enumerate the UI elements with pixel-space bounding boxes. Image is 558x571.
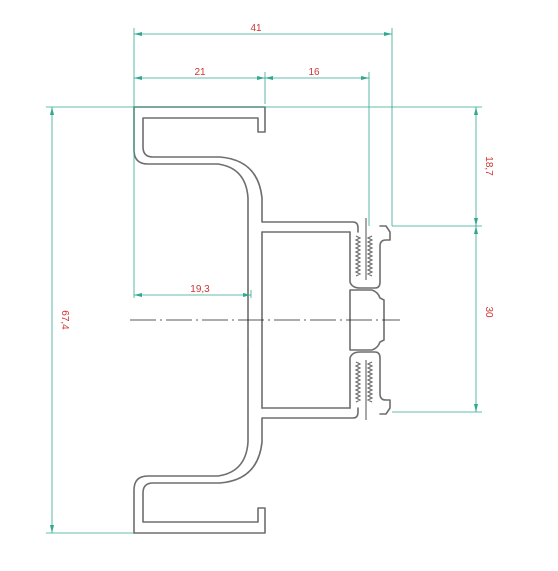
dim-text-right-width: 16	[308, 67, 320, 78]
dim-text-top-height: 18,7	[483, 156, 494, 176]
top-lip-outer	[133, 106, 359, 233]
dim-text-overall-width: 41	[250, 23, 262, 34]
dim-text-slot-height: 30	[483, 306, 494, 318]
dim-text-inner-offset: 19,3	[190, 284, 210, 295]
arrow-21-left	[134, 76, 142, 80]
dim-text-left-width: 21	[194, 67, 206, 78]
arrow-18-7-top	[474, 107, 478, 115]
arrow-16-left	[265, 76, 273, 80]
upper-clip	[349, 225, 391, 289]
arrow-30-bottom	[474, 404, 478, 412]
arrow-21-right	[257, 76, 265, 80]
arrow-19-3-left	[134, 293, 142, 297]
bottom-lip-outer	[133, 407, 359, 534]
arrow-41-left	[134, 32, 142, 36]
arrow-41-right	[384, 32, 392, 36]
arrow-30-top	[474, 226, 478, 234]
bottom-lip-inner	[133, 349, 249, 534]
lower-clip	[349, 351, 391, 415]
arrow-67-4-top	[50, 107, 54, 115]
top-lip-inner	[133, 106, 249, 291]
arrow-18-7-bottom	[474, 218, 478, 226]
arrow-16-right	[361, 76, 369, 80]
dim-text-overall-height: 67,4	[59, 310, 70, 330]
lower-clip-teeth	[354, 361, 374, 403]
dimensions: 41 21 16 19,3 67,4 18,7	[46, 23, 494, 534]
arrow-19-3-right	[243, 293, 251, 297]
upper-clip-teeth	[354, 235, 374, 277]
arrow-67-4-bottom	[50, 525, 54, 533]
center-nose	[349, 289, 385, 351]
